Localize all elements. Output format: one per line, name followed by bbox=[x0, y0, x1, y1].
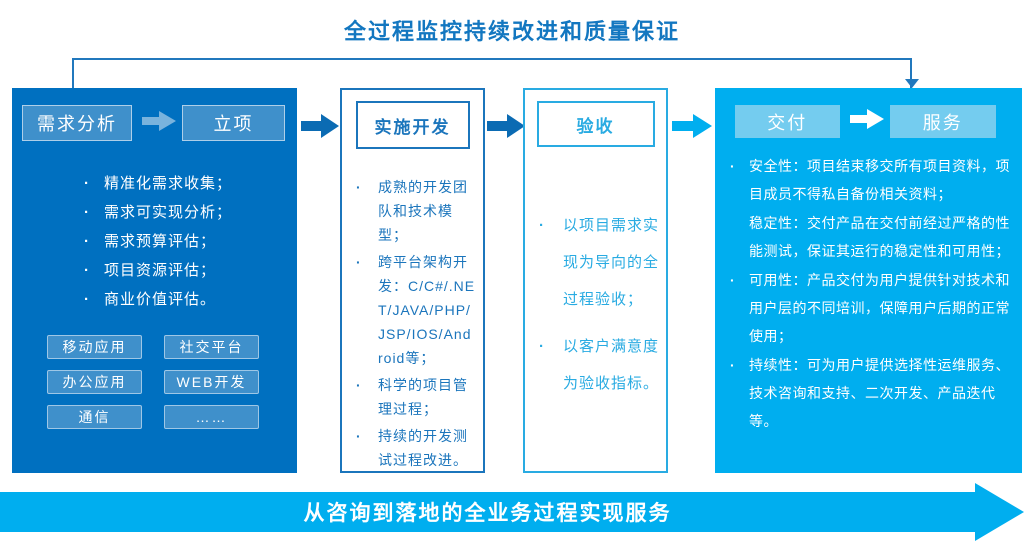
list-item: 可用性：产品交付为用户提供针对技术和用户层的不同培训，保障用户后期的正常使用； bbox=[730, 266, 1012, 350]
list-item: 精准化需求收集； bbox=[84, 169, 297, 198]
bracket-down-arrow-icon bbox=[905, 79, 919, 88]
stage4-header: 交付 服务 bbox=[735, 105, 996, 138]
list-item: 项目资源评估； bbox=[84, 256, 297, 285]
stage4-bullet-list: 安全性：项目结束移交所有项目资料，项目成员不得私自备份相关资料； 稳定性：交付产… bbox=[730, 152, 1012, 435]
flow-arrow-icon bbox=[301, 112, 339, 145]
tag-social-platform[interactable]: 社交平台 bbox=[164, 335, 259, 359]
right-arrow-icon bbox=[141, 109, 176, 138]
list-item: 需求预算评估； bbox=[84, 227, 297, 256]
list-item: 持续的开发测试过程改进。 bbox=[356, 424, 476, 472]
bottom-arrow-head-icon bbox=[975, 483, 1024, 541]
right-arrow-icon bbox=[849, 107, 884, 136]
development-header-box: 实施开发 bbox=[355, 101, 470, 149]
list-item: 科学的项目管理过程； bbox=[356, 373, 476, 421]
tag-more[interactable]: …… bbox=[164, 405, 259, 429]
tag-web-development[interactable]: WEB开发 bbox=[164, 370, 259, 394]
list-item: 以客户满意度为验收指标。 bbox=[539, 328, 659, 402]
stage2-bullet-list: 成熟的开发团队和技术模型； 跨平台架构开发：C/C#/.NET/JAVA/PHP… bbox=[342, 175, 476, 472]
stage1-bullet-list: 精准化需求收集； 需求可实现分析； 需求预算评估； 项目资源评估； 商业价值评估… bbox=[12, 169, 297, 314]
delivery-button[interactable]: 交付 bbox=[735, 105, 840, 138]
stage1-tag-grid: 移动应用 社交平台 办公应用 WEB开发 通信 …… bbox=[47, 335, 297, 429]
list-item: 稳定性：交付产品在交付前经过严格的性能测试，保证其运行的稳定性和可用性； bbox=[749, 215, 1010, 259]
stage1-header: 需求分析 立项 bbox=[22, 105, 285, 141]
stage-requirements-panel: 需求分析 立项 精准化需求收集； 需求可实现分析； 需求预算评估； 项目资源评估… bbox=[12, 88, 297, 473]
list-item: 安全性：项目结束移交所有项目资料，项目成员不得私自备份相关资料； bbox=[730, 152, 1012, 208]
requirements-analysis-button[interactable]: 需求分析 bbox=[22, 105, 132, 141]
stage-delivery-panel: 交付 服务 安全性：项目结束移交所有项目资料，项目成员不得私自备份相关资料； 稳… bbox=[715, 88, 1022, 473]
flow-arrow-icon bbox=[672, 112, 712, 145]
bottom-arrow-label: 从咨询到落地的全业务过程实现服务 bbox=[303, 502, 672, 525]
list-item: 跨平台架构开发：C/C#/.NET/JAVA/PHP/JSP/IOS/Andro… bbox=[356, 250, 476, 370]
project-approval-button[interactable]: 立项 bbox=[181, 105, 285, 141]
list-item: 成熟的开发团队和技术模型； bbox=[356, 175, 476, 247]
stage3-bullet-list: 以项目需求实现为导向的全过程验收； 以客户满意度为验收指标。 bbox=[525, 207, 659, 402]
bottom-process-arrow: 从咨询到落地的全业务过程实现服务 bbox=[0, 492, 975, 532]
page-title: 全过程监控持续改进和质量保证 bbox=[343, 19, 680, 44]
list-item: 以项目需求实现为导向的全过程验收； bbox=[539, 207, 659, 318]
list-item: 需求可实现分析； bbox=[84, 198, 297, 227]
tag-communication[interactable]: 通信 bbox=[47, 405, 142, 429]
flow-arrow-icon bbox=[487, 112, 525, 145]
stage-acceptance-panel: 验收 以项目需求实现为导向的全过程验收； 以客户满意度为验收指标。 bbox=[523, 88, 668, 473]
tag-office-apps[interactable]: 办公应用 bbox=[47, 370, 142, 394]
monitoring-bracket-line bbox=[72, 58, 912, 88]
stage-development-panel: 实施开发 成熟的开发团队和技术模型； 跨平台架构开发：C/C#/.NET/JAV… bbox=[340, 88, 485, 473]
list-item: 持续性：可为用户提供选择性运维服务、技术咨询和支持、二次开发、产品迭代等。 bbox=[730, 351, 1012, 435]
list-item: 商业价值评估。 bbox=[84, 285, 297, 314]
tag-mobile-apps[interactable]: 移动应用 bbox=[47, 335, 142, 359]
service-button[interactable]: 服务 bbox=[889, 105, 996, 138]
acceptance-header-box: 验收 bbox=[536, 101, 655, 147]
